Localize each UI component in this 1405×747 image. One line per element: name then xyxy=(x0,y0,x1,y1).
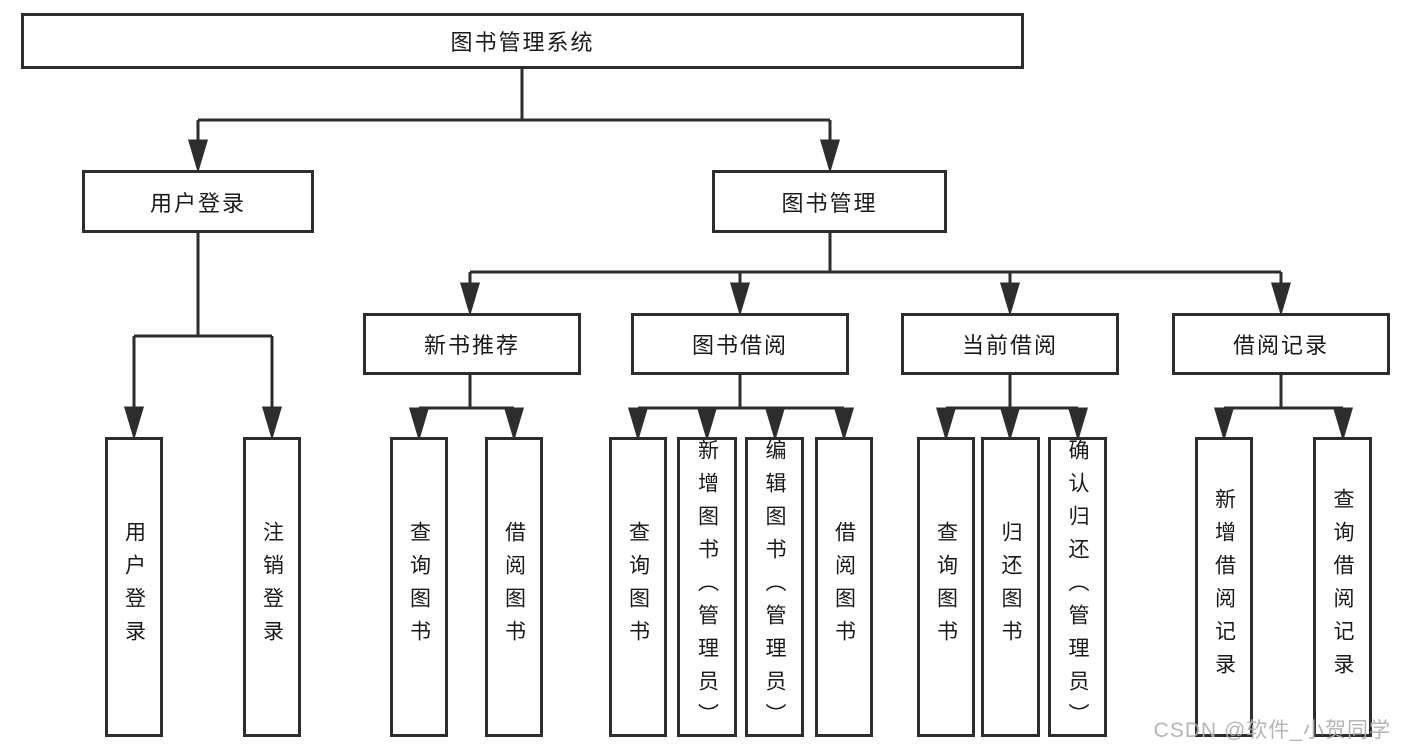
leaf-borrowing-query-books: 查询图书 xyxy=(609,437,667,737)
leaf-add-books-admin: 新增图书（管理员） xyxy=(677,437,737,737)
node-book-management-label: 图书管理 xyxy=(781,190,878,216)
csdn-watermark: CSDN @软件_小贺同学 xyxy=(1153,719,1391,742)
connector-userlogin-to-leaves xyxy=(123,233,283,441)
leaf-borrowing-query-books-label: 查询图书 xyxy=(626,521,650,653)
leaf-newbook-borrow-books: 借阅图书 xyxy=(485,437,543,737)
leaf-current-query-books-label: 查询图书 xyxy=(934,521,958,653)
node-new-book-recommend: 新书推荐 xyxy=(363,313,581,375)
leaf-return-books-label: 归还图书 xyxy=(999,521,1022,653)
connector-currentborrow-to-leaves xyxy=(935,375,1089,442)
leaf-confirm-return-admin-label: 确认归还（管理员） xyxy=(1066,438,1089,736)
node-current-borrowing-label: 当前借阅 xyxy=(961,333,1058,358)
leaf-user-login-label: 用户登录 xyxy=(122,521,146,653)
node-borrowing-records-label: 借阅记录 xyxy=(1232,333,1329,358)
node-user-login-label: 用户登录 xyxy=(149,190,246,216)
connector-newbook-to-leaves xyxy=(408,375,525,442)
node-current-borrowing: 当前借阅 xyxy=(901,313,1119,375)
node-book-management: 图书管理 xyxy=(712,170,947,233)
leaf-add-borrow-record-label: 新增借阅记录 xyxy=(1212,488,1236,686)
leaf-return-books: 归还图书 xyxy=(981,437,1040,737)
leaf-user-login: 用户登录 xyxy=(105,437,163,737)
leaf-current-query-books: 查询图书 xyxy=(917,437,975,737)
node-library-system-label: 图书管理系统 xyxy=(450,30,595,55)
node-user-login: 用户登录 xyxy=(82,170,314,233)
leaf-borrowing-borrow-books: 借阅图书 xyxy=(815,437,873,737)
connector-bookmgmt-to-level3 xyxy=(459,233,1292,317)
leaf-edit-books-admin-label: 编辑图书（管理员） xyxy=(763,438,786,736)
leaf-logout: 注销登录 xyxy=(243,437,301,737)
connector-bookborrow-to-leaves xyxy=(627,375,855,442)
leaf-query-borrow-record-label: 查询借阅记录 xyxy=(1331,488,1354,686)
node-book-borrowing-label: 图书借阅 xyxy=(691,333,788,358)
leaf-newbook-query-books-label: 查询图书 xyxy=(407,521,431,653)
connector-root-to-level2 xyxy=(187,68,841,174)
connector-borrowrecord-to-leaves xyxy=(1213,375,1354,442)
leaf-edit-books-admin: 编辑图书（管理员） xyxy=(745,437,804,737)
leaf-logout-label: 注销登录 xyxy=(260,521,284,653)
leaf-newbook-query-books: 查询图书 xyxy=(390,437,448,737)
node-new-book-recommend-label: 新书推荐 xyxy=(423,333,520,358)
node-library-system: 图书管理系统 xyxy=(21,13,1024,69)
node-book-borrowing: 图书借阅 xyxy=(631,313,849,375)
leaf-query-borrow-record: 查询借阅记录 xyxy=(1313,437,1372,737)
leaf-newbook-borrow-books-label: 借阅图书 xyxy=(502,521,526,653)
leaf-add-borrow-record: 新增借阅记录 xyxy=(1195,437,1253,737)
leaf-add-books-admin-label: 新增图书（管理员） xyxy=(695,438,719,736)
leaf-confirm-return-admin: 确认归还（管理员） xyxy=(1048,437,1107,737)
node-borrowing-records: 借阅记录 xyxy=(1172,313,1390,375)
leaf-borrowing-borrow-books-label: 借阅图书 xyxy=(832,521,856,653)
